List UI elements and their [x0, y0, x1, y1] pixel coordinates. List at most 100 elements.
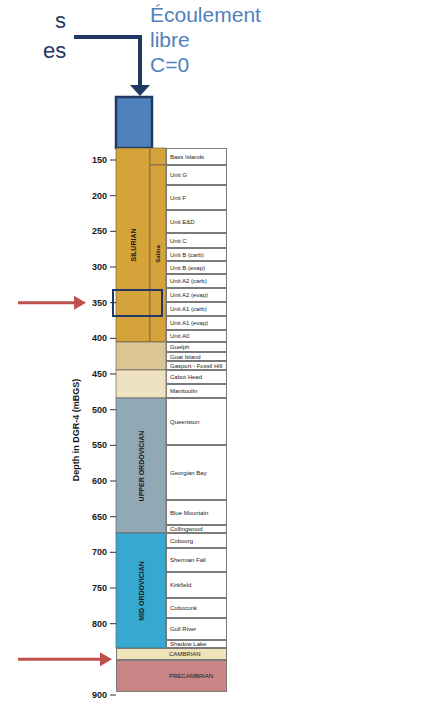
- formation-cell: Manitoulin: [166, 384, 227, 398]
- formation-cell: Kirkfield: [166, 572, 227, 598]
- depth-value: 300: [0, 261, 107, 273]
- period-name: SILURIAN: [130, 228, 137, 261]
- boundary-value: C=0: [150, 52, 189, 77]
- depth-value: 450: [0, 368, 107, 380]
- formation-name: Unit A1 (carb): [170, 306, 207, 312]
- cut-text: es: [43, 38, 66, 63]
- formation-name: Gasport - Fossil Hill: [170, 363, 222, 369]
- formation-name: Unit A2 (carb): [170, 278, 207, 284]
- flow-arrow-head: [130, 85, 150, 96]
- period-band: MID ORDOVICIAN: [116, 533, 166, 648]
- formation-cell: Unit A0: [166, 330, 227, 342]
- formation-cell: Unit A1 (carb): [166, 302, 227, 316]
- red-arrow-head: [100, 652, 112, 666]
- formation-name: Collingwood: [170, 526, 203, 532]
- formation-name: CAMBRIAN: [169, 651, 201, 657]
- cabot-fill: [116, 370, 166, 398]
- formation-cell: Unit B (evap): [166, 261, 227, 274]
- formation-name: Unit A1 (evap): [170, 320, 208, 326]
- formation-cell: Unit B (carb): [166, 248, 227, 261]
- formation-name: Georgian Bay: [170, 470, 207, 476]
- formation-name: PRECAMBRIAN: [169, 673, 213, 679]
- formation-name: Unit B (carb): [170, 252, 204, 258]
- formation-name: Cobourg: [170, 538, 193, 544]
- formation-cell: Unit E&D: [166, 210, 227, 233]
- depth-value: 200: [0, 190, 107, 202]
- formation-name: Manitoulin: [170, 388, 197, 394]
- formation-cell: Unit C: [166, 233, 227, 248]
- period-band: UPPER ORDOVICIAN: [116, 398, 166, 533]
- axis-title: Depth in DGR-4 (mBGS): [72, 379, 81, 482]
- formation-name: Shadow Lake: [170, 641, 206, 647]
- formation-name: Blue Mountain: [170, 510, 208, 516]
- formation-name: Goat Island: [170, 354, 201, 360]
- formation-name: Gull River: [170, 626, 196, 632]
- formation-cell: Unit A1 (evap): [166, 316, 227, 330]
- mid-ordovician-fill: [116, 533, 166, 648]
- depth-value: 700: [0, 546, 107, 558]
- group-band: Salina: [150, 165, 166, 342]
- period-name: UPPER ORDOVICIAN: [138, 430, 145, 501]
- formation-cell: Cobourg: [166, 533, 227, 548]
- depth-value: 650: [0, 511, 107, 523]
- formation-cell: Blue Mountain: [166, 500, 227, 525]
- period-band: SILURIAN: [116, 148, 150, 342]
- formation-name: Unit A2 (evap): [170, 292, 208, 298]
- formation-name: Unit F: [170, 195, 186, 201]
- depth-value: 800: [0, 618, 107, 630]
- upper-ordovician-fill: [116, 398, 166, 533]
- formation-name: Unit B (evap): [170, 265, 205, 271]
- boundary-note: Écoulement libre: [150, 2, 261, 52]
- period-name: Salina: [155, 245, 161, 263]
- formation-name: Cabot Head: [170, 374, 202, 380]
- depth-value: 600: [0, 475, 107, 487]
- formation-name: Unit E&D: [170, 219, 195, 225]
- formation-cell: Unit A2 (evap): [166, 288, 227, 302]
- formation-cell: Unit F: [166, 185, 227, 210]
- depth-value: 250: [0, 225, 107, 237]
- formation-cell: Unit A2 (carb): [166, 274, 227, 288]
- depth-value: 750: [0, 582, 107, 594]
- guelph-fill: [116, 342, 166, 370]
- depth-value: 900: [0, 689, 107, 701]
- depth-value: 150: [0, 154, 107, 166]
- depth-value: 400: [0, 332, 107, 344]
- formation-cell: Gull River: [166, 618, 227, 640]
- flow-arrow: [74, 37, 140, 87]
- formation-cell: Shadow Lake: [166, 640, 227, 648]
- cut-text: s: [55, 8, 66, 33]
- formation-name: Queenston: [170, 419, 199, 425]
- formation-cell: Cabot Head: [166, 370, 227, 384]
- formation-name: Unit C: [170, 238, 187, 244]
- depth-value: 500: [0, 404, 107, 416]
- basement-band: CAMBRIAN: [116, 648, 227, 660]
- depth-value: 350: [0, 297, 107, 309]
- silurian-fill: [116, 148, 150, 342]
- depth-value: 550: [0, 439, 107, 451]
- formation-cell: Georgian Bay: [166, 445, 227, 500]
- formation-name: Guelph: [170, 344, 189, 350]
- formation-name: Sherman Fall: [170, 557, 206, 563]
- red-arrow-head: [74, 296, 86, 310]
- basement-band: PRECAMBRIAN: [116, 660, 227, 692]
- red-arrow: [18, 658, 102, 661]
- formation-name: Coboconk: [170, 605, 197, 611]
- highlight-box: [113, 290, 162, 316]
- formation-cell: Queenston: [166, 398, 227, 445]
- formation-cell: Unit G: [166, 165, 227, 185]
- group-fill: [150, 148, 166, 165]
- formation-cell: Sherman Fall: [166, 548, 227, 572]
- formation-cell: Gasport - Fossil Hill: [166, 361, 227, 370]
- formation-name: Bass Islands: [170, 154, 204, 160]
- red-arrow: [18, 301, 76, 304]
- formation-name: Unit A0: [170, 333, 189, 339]
- formation-name: Unit G: [170, 172, 187, 178]
- formation-cell: Goat Island: [166, 352, 227, 361]
- formation-cell: Collingwood: [166, 525, 227, 533]
- formation-cell: Coboconk: [166, 598, 227, 618]
- aquifer-box: [116, 97, 152, 148]
- formation-name: Kirkfield: [170, 582, 191, 588]
- period-name: MID ORDOVICIAN: [138, 561, 145, 621]
- formation-cell: Bass Islands: [166, 148, 227, 165]
- depth-ticks: [110, 160, 116, 695]
